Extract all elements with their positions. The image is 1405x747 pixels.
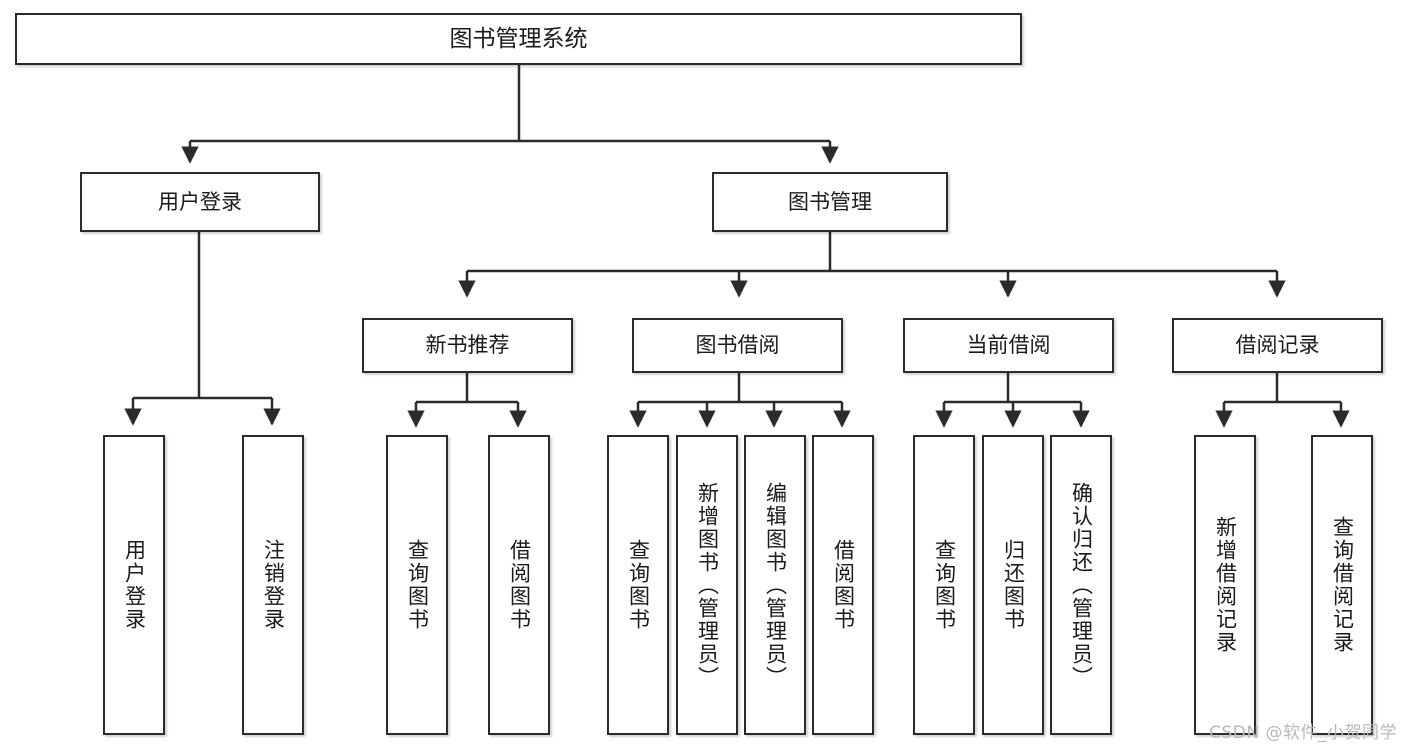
node-user-login[interactable]: 用户登录	[80, 172, 320, 232]
node-new-book-recommend[interactable]: 新书推荐	[362, 318, 573, 373]
leaf-label: 查询图书	[405, 539, 430, 631]
leaf-label: 新增图书（管理员）	[695, 481, 720, 689]
leaf-new-book-borrow[interactable]: 借阅图书	[488, 435, 550, 735]
node-book-borrow[interactable]: 图书借阅	[632, 318, 843, 373]
leaf-new-book-query[interactable]: 查询图书	[386, 435, 448, 735]
node-book-management[interactable]: 图书管理	[712, 172, 948, 232]
watermark-text: CSDN @软件_小贺同学	[1209, 723, 1397, 743]
node-current-borrow[interactable]: 当前借阅	[903, 318, 1114, 373]
leaf-book-borrow-edit[interactable]: 编辑图书（管理员）	[744, 435, 806, 735]
leaf-current-borrow-return[interactable]: 归还图书	[982, 435, 1044, 735]
leaf-label: 注销登录	[261, 539, 286, 631]
leaf-current-borrow-confirm-return[interactable]: 确认归还（管理员）	[1050, 435, 1112, 735]
leaf-user-login-login[interactable]: 用户登录	[103, 435, 165, 735]
leaf-book-borrow-query[interactable]: 查询图书	[607, 435, 669, 735]
node-label: 图书管理系统	[449, 25, 588, 52]
leaf-borrow-record-query[interactable]: 查询借阅记录	[1311, 435, 1373, 735]
node-borrow-record[interactable]: 借阅记录	[1172, 318, 1383, 373]
leaf-borrow-record-add[interactable]: 新增借阅记录	[1194, 435, 1256, 735]
leaf-label: 归还图书	[1001, 539, 1026, 631]
leaf-label: 编辑图书（管理员）	[763, 481, 788, 689]
leaf-label: 用户登录	[122, 539, 147, 631]
node-label: 当前借阅	[966, 333, 1051, 358]
leaf-label: 查询借阅记录	[1330, 516, 1355, 654]
leaf-label: 查询图书	[932, 539, 957, 631]
node-label: 新书推荐	[425, 333, 510, 358]
node-root-book-management-system[interactable]: 图书管理系统	[15, 13, 1022, 65]
node-label: 借阅记录	[1235, 333, 1320, 358]
leaf-label: 新增借阅记录	[1213, 516, 1238, 654]
node-label: 用户登录	[158, 189, 242, 214]
leaf-user-login-logout[interactable]: 注销登录	[242, 435, 304, 735]
leaf-current-borrow-query[interactable]: 查询图书	[913, 435, 975, 735]
leaf-label: 借阅图书	[831, 539, 856, 631]
leaf-book-borrow-borrow[interactable]: 借阅图书	[812, 435, 874, 735]
leaf-label: 查询图书	[626, 539, 651, 631]
leaf-book-borrow-add[interactable]: 新增图书（管理员）	[676, 435, 738, 735]
node-label: 图书借阅	[695, 333, 780, 358]
leaf-label: 确认归还（管理员）	[1069, 481, 1094, 689]
node-label: 图书管理	[788, 189, 872, 214]
leaf-label: 借阅图书	[507, 539, 532, 631]
